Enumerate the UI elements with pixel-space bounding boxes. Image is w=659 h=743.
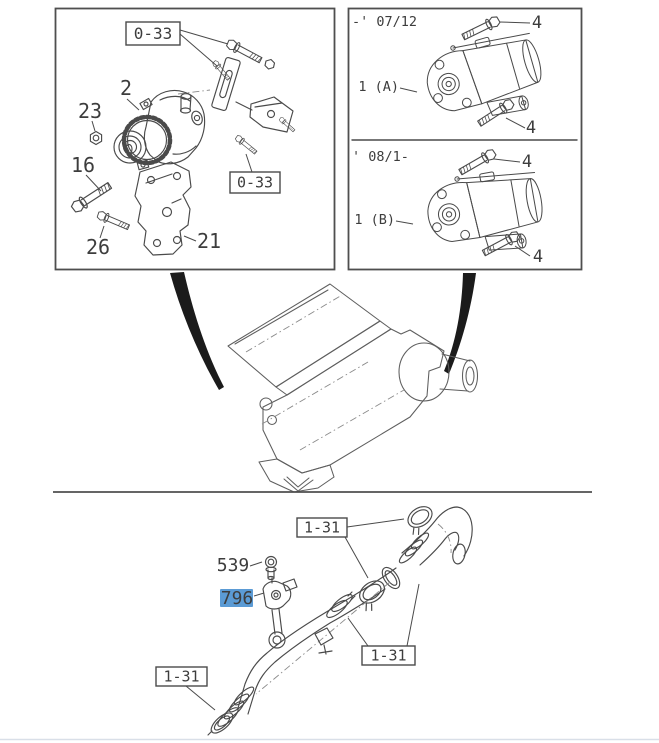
leader-line (249, 561, 263, 567)
selection-highlight (220, 589, 253, 607)
leader-line (493, 158, 521, 163)
leader-line (505, 117, 526, 129)
sensor-screw-drawing (264, 555, 278, 581)
long-bolt-drawing (69, 179, 114, 216)
hose-clamp-loose-top-drawing (401, 501, 440, 538)
starter-panel-border (347, 7, 583, 271)
ref-box-0-33-bottom[interactable]: 0-33 (229, 171, 281, 194)
period-early-label: -' 07/12 (352, 14, 417, 30)
mounting-bracket-upper-drawing (177, 37, 297, 156)
ref-box-1-31-top[interactable]: 1-31 (296, 517, 348, 538)
callout-26[interactable]: 26 (86, 235, 110, 259)
alternator-panel-border (54, 7, 336, 271)
ref-label-1-31-left[interactable]: 1-31 (163, 668, 199, 686)
callout-23[interactable]: 23 (78, 99, 102, 123)
leader-line (185, 685, 216, 711)
leader-line (399, 87, 418, 93)
callout-4-b[interactable]: 4 (526, 118, 536, 138)
callout-1b[interactable]: 1 (B) (354, 212, 395, 228)
callout-2[interactable]: 2 (120, 76, 132, 100)
leader-line (91, 120, 96, 132)
engine-locator (170, 272, 479, 493)
sensor-drawing (262, 577, 298, 635)
intake-pipe-drawing (207, 566, 401, 736)
ref-label-1-31-mid[interactable]: 1-31 (370, 647, 406, 665)
callout-21[interactable]: 21 (197, 229, 221, 253)
nut-drawing (89, 130, 103, 146)
callout-4-c[interactable]: 4 (522, 152, 532, 172)
leader-line (514, 245, 531, 257)
leader-line (245, 153, 253, 173)
callout-16[interactable]: 16 (71, 153, 95, 177)
ref-label-1-31-top[interactable]: 1-31 (304, 519, 340, 537)
hose-drawing (398, 506, 473, 566)
leader-line (499, 21, 531, 24)
starter-bolt-drawing (456, 146, 498, 178)
callout-4-d[interactable]: 4 (533, 247, 543, 267)
ref-label-0-33-top[interactable]: 0-33 (134, 24, 173, 43)
leader-line (344, 518, 405, 579)
callout-539[interactable]: 539 (217, 555, 250, 576)
alternator-panel: 0-33 0-33 (54, 7, 336, 271)
ref-box-1-31-left[interactable]: 1-31 (155, 666, 208, 687)
leader-line (347, 583, 420, 647)
leader-line (85, 174, 102, 192)
starter-bolt-drawing (460, 14, 502, 43)
callout-4-a[interactable]: 4 (532, 13, 542, 33)
starter-panel: -' 07/12 ' 08/1- 4 4 4 4 1 (A) 1 (B) (347, 7, 583, 271)
callout-1a[interactable]: 1 (A) (358, 79, 399, 95)
ref-box-1-31-mid[interactable]: 1-31 (361, 645, 416, 666)
leader-line (253, 592, 265, 597)
period-late-label: ' 08/1- (352, 149, 409, 165)
alternator-drawing (113, 89, 206, 171)
leader-line (183, 235, 197, 242)
ref-label-0-33-bottom[interactable]: 0-33 (237, 174, 273, 192)
mounting-bracket-drawing (134, 161, 192, 256)
lower-bolt-drawing (95, 209, 131, 233)
left-brace-arc (170, 272, 224, 390)
pipe-section: 539 796 1-31 1-31 1-31 (155, 501, 473, 736)
leader-line (99, 225, 105, 239)
engine-drawing (227, 283, 479, 493)
ref-box-0-33-top[interactable]: 0-33 (125, 21, 181, 46)
leader-line (179, 29, 229, 67)
right-brace-arc (444, 273, 476, 374)
callout-796[interactable]: 796 (221, 588, 254, 609)
leader-line (126, 98, 140, 111)
leader-line (395, 220, 414, 225)
